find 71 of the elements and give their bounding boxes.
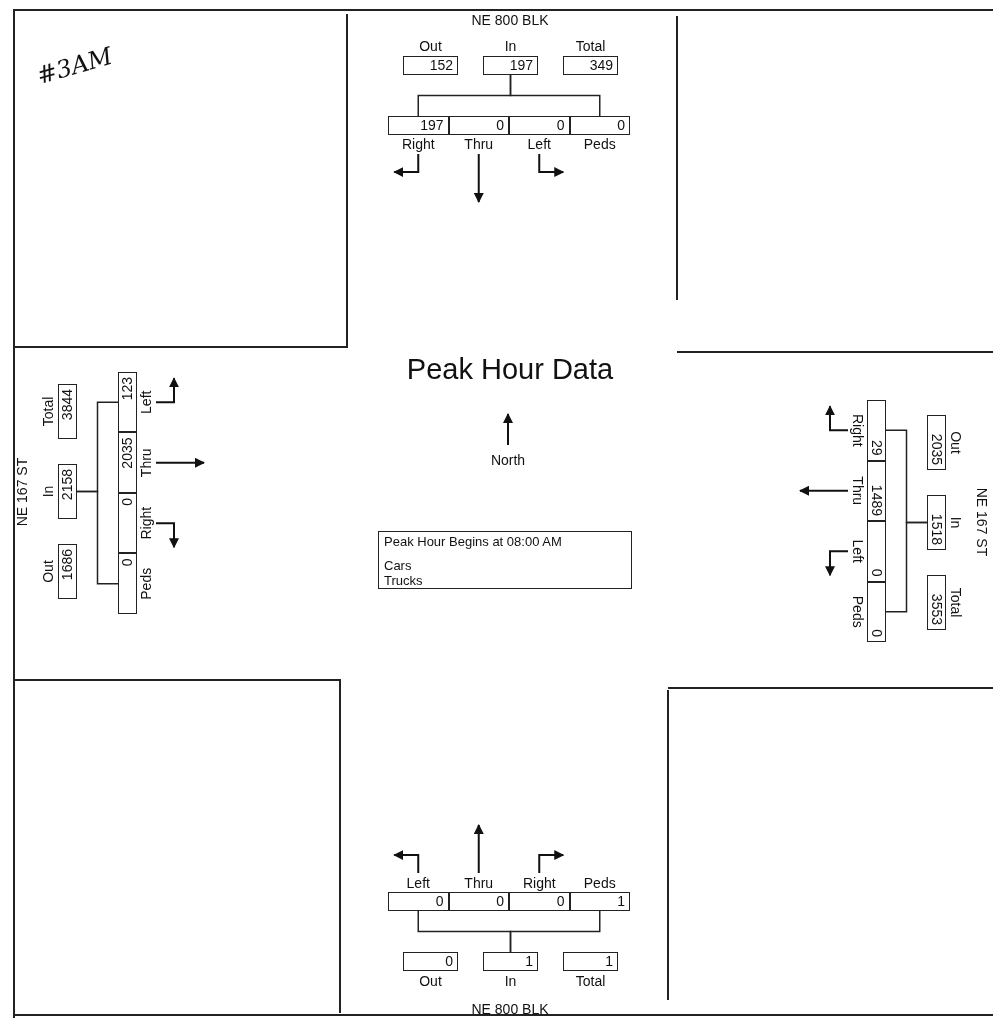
volume-label: Out xyxy=(948,430,964,456)
movement-label: Left xyxy=(405,875,431,891)
volume-label: Total xyxy=(948,586,964,620)
count-field: 1 xyxy=(563,952,618,971)
count-field: 0 xyxy=(569,116,630,135)
note-text: Trucks xyxy=(384,573,424,588)
movement-label: Peds xyxy=(582,136,617,152)
movement-label: Right xyxy=(138,505,154,542)
street-name: NE 800 BLK xyxy=(470,12,550,28)
bracket-line xyxy=(509,910,601,953)
movement-label: Thru xyxy=(463,875,495,891)
movement-label: Peds xyxy=(138,566,154,602)
count-field: 197 xyxy=(483,56,538,75)
count-field: 2035 xyxy=(927,415,946,470)
volume-label: In xyxy=(948,515,964,531)
diagram-title: Peak Hour Data xyxy=(405,352,615,386)
count-field: 1686 xyxy=(58,544,77,599)
count-field: 0 xyxy=(403,952,458,971)
count-field: 123 xyxy=(118,372,137,433)
street-name: NE 167 ST xyxy=(974,486,990,559)
count-field: 29 xyxy=(867,400,886,461)
count-field: 0 xyxy=(448,116,509,135)
count-field: 2035 xyxy=(118,432,137,493)
bracket-line xyxy=(76,401,119,493)
north-label: North xyxy=(489,452,527,468)
street-name: NE 167 ST xyxy=(14,456,30,529)
count-field: 0 xyxy=(118,553,137,614)
bracket-line xyxy=(885,521,928,613)
count-field: 0 xyxy=(388,892,449,911)
movement-label: Left xyxy=(138,389,154,416)
count-field: 1489 xyxy=(867,460,886,521)
count-field: 1 xyxy=(483,952,538,971)
movement-label: Right xyxy=(521,875,557,891)
volume-label: Total xyxy=(574,973,607,989)
count-field: 0 xyxy=(867,521,886,582)
note-text: Cars xyxy=(384,558,413,573)
volume-label: In xyxy=(503,973,518,989)
count-field: 0 xyxy=(509,892,570,911)
note-text: Peak Hour Begins at 08:00 AM xyxy=(384,534,563,549)
count-field: 1518 xyxy=(927,495,946,550)
volume-label: Total xyxy=(574,38,607,54)
movement-label: Right xyxy=(850,412,866,449)
count-field: 349 xyxy=(563,56,618,75)
movement-label: Thru xyxy=(463,136,495,152)
movement-label: Left xyxy=(526,136,552,152)
volume-label: In xyxy=(503,38,518,54)
volume-label: In xyxy=(40,484,56,500)
movement-label: Peds xyxy=(582,875,617,891)
count-field: 152 xyxy=(403,56,458,75)
street-name: NE 800 BLK xyxy=(470,1001,550,1017)
movement-label: Thru xyxy=(138,447,154,480)
movement-label: Left xyxy=(850,538,866,565)
movement-label: Right xyxy=(400,136,436,152)
count-field: 197 xyxy=(388,116,449,135)
movement-label: Peds xyxy=(850,594,866,630)
count-field: 1 xyxy=(569,892,630,911)
handwritten-note: #3AM xyxy=(33,41,116,91)
movement-label: Thru xyxy=(850,475,866,508)
count-field: 0 xyxy=(118,493,137,554)
count-field: 2158 xyxy=(58,464,77,519)
count-field: 3844 xyxy=(58,384,77,439)
volume-label: Out xyxy=(418,38,443,54)
count-field: 3553 xyxy=(927,575,946,630)
volume-label: Out xyxy=(418,973,443,989)
count-field: 0 xyxy=(867,581,886,642)
count-field: 0 xyxy=(509,116,570,135)
count-field: 0 xyxy=(448,892,509,911)
note-box xyxy=(378,531,632,589)
volume-label: Out xyxy=(40,559,56,585)
volume-label: Total xyxy=(40,395,56,429)
bracket-line xyxy=(509,74,601,117)
